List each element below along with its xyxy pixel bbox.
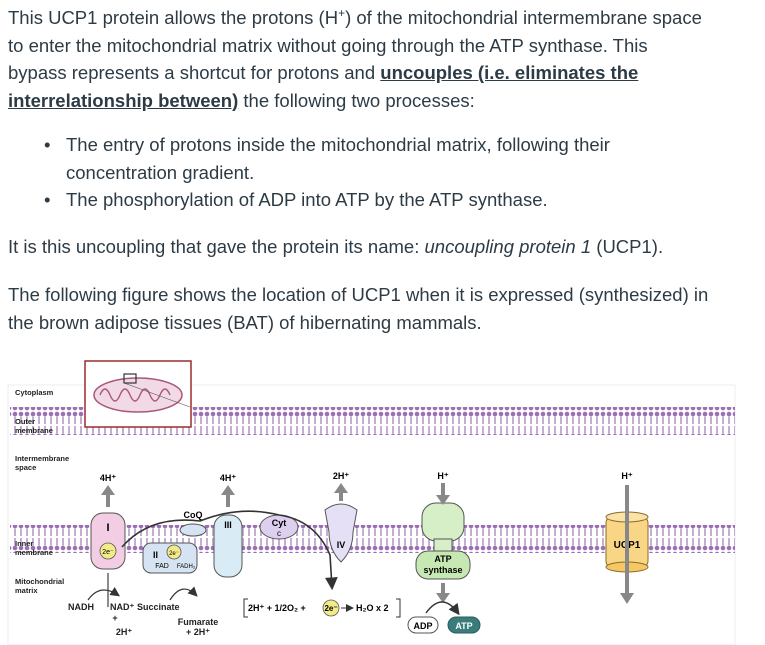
atp-synthase-label-2: synthase bbox=[423, 565, 462, 575]
complex-iii-label: III bbox=[224, 520, 232, 530]
coq-icon bbox=[179, 523, 207, 537]
mitochondrion-icon bbox=[84, 360, 192, 428]
intro-text-b: ) of the mitochondrial intermembrane spa… bbox=[8, 7, 702, 84]
fumarate-protons: + 2H⁺ bbox=[186, 627, 210, 637]
bullet-icon: • bbox=[44, 189, 51, 210]
complex-iv-label: IV bbox=[337, 540, 346, 550]
bullet-icon: • bbox=[44, 134, 51, 155]
h2-label: 2H⁺ bbox=[116, 627, 133, 637]
adp-atp-arrow bbox=[425, 601, 460, 616]
bullet-text-1: The entry of protons inside the mitochon… bbox=[66, 134, 610, 183]
matrix-label-1: Mitochondrial bbox=[15, 577, 64, 586]
name-text-b: (UCP1). bbox=[591, 236, 664, 257]
adp-label: ADP bbox=[413, 621, 432, 631]
ucp1-proton: H⁺ bbox=[621, 471, 632, 481]
reaction-text-b: H₂O x 2 bbox=[356, 603, 389, 613]
outer-membrane-label-2: membrane bbox=[15, 426, 53, 435]
nadh-label: NADH bbox=[68, 602, 94, 612]
fad-label: FAD bbox=[155, 563, 169, 570]
intro-text-c: the following two processes: bbox=[238, 89, 475, 111]
complex-iii: III bbox=[213, 514, 243, 578]
complex-ii: II 2e⁻ FAD FADH₂ bbox=[142, 542, 198, 574]
electron-label: 2e⁻ bbox=[324, 604, 337, 613]
outer-membrane-label-1: Outer bbox=[15, 417, 35, 426]
atp-badge bbox=[447, 616, 481, 634]
electron-icon bbox=[166, 544, 182, 560]
complex-iv-protons: 2H⁺ bbox=[333, 471, 350, 481]
intro-text-a: This UCP1 protein allows the protons (H bbox=[8, 7, 339, 29]
inner-membrane-label-1: Inner bbox=[15, 539, 33, 548]
bullet-text-2: The phosphorylation of ADP into ATP by t… bbox=[66, 189, 548, 210]
fadh2-label: FADH₂ bbox=[177, 564, 196, 570]
intermembrane-label-2: space bbox=[15, 463, 36, 472]
intermembrane-label-1: Intermembrane bbox=[15, 454, 69, 463]
figure-intro-paragraph: The following figure shows the location … bbox=[8, 284, 709, 333]
mitochondria-figure: Cytoplasm Outer membrane Intermembrane s… bbox=[7, 360, 736, 645]
adp-badge bbox=[407, 616, 439, 634]
complex-i-protons: 4H⁺ bbox=[100, 473, 117, 483]
coq-label: CoQ bbox=[184, 510, 203, 520]
complex-i-label: I bbox=[106, 522, 109, 534]
electron-label: 2e⁻ bbox=[102, 549, 114, 556]
electron-icon bbox=[99, 542, 117, 560]
atp-synthase-proton: H⁺ bbox=[437, 471, 448, 481]
name-text-a: It is this uncoupling that gave the prot… bbox=[8, 236, 425, 257]
electron-label: 2e⁻ bbox=[169, 551, 179, 557]
cyt-label-2: c bbox=[277, 529, 281, 538]
cyt-label-1: Cyt bbox=[272, 518, 287, 528]
matrix-label-2: matrix bbox=[15, 586, 38, 595]
complex-iii-protons: 4H⁺ bbox=[220, 473, 237, 483]
complex-i: I 2e⁻ bbox=[90, 512, 126, 607]
succinate-label: Succinate bbox=[137, 602, 180, 612]
inner-membrane-label-2: membrane bbox=[15, 548, 53, 557]
complex-ii-label: II bbox=[153, 550, 158, 560]
proton-superscript: + bbox=[338, 6, 346, 20]
fumarate-label: Fumarate bbox=[178, 617, 219, 627]
atp-synthase-label-1: ATP bbox=[434, 554, 451, 564]
water-reaction: 2H⁺ + 1/2O₂ + 2e⁻ H₂O x 2 bbox=[243, 598, 401, 618]
uncouples-emphasis: uncouples (i.e. eliminates the interrela… bbox=[8, 62, 639, 111]
plus-label: + bbox=[112, 613, 117, 623]
electron-icon bbox=[322, 599, 340, 617]
cytoplasm-label: Cytoplasm bbox=[15, 388, 54, 397]
electron-flow-arrow bbox=[121, 510, 338, 591]
intro-paragraph: This UCP1 protein allows the protons (H+… bbox=[8, 0, 708, 114]
atp-label: ATP bbox=[455, 621, 472, 631]
reaction-text-a: 2H⁺ + 1/2O₂ + bbox=[248, 603, 306, 613]
complex-iv: IV bbox=[324, 503, 358, 563]
ucp1-name-paragraph: It is this uncoupling that gave the prot… bbox=[8, 233, 728, 261]
nad-label: NAD⁺ bbox=[110, 602, 134, 612]
protein-name-italic: uncoupling protein 1 bbox=[424, 236, 592, 257]
